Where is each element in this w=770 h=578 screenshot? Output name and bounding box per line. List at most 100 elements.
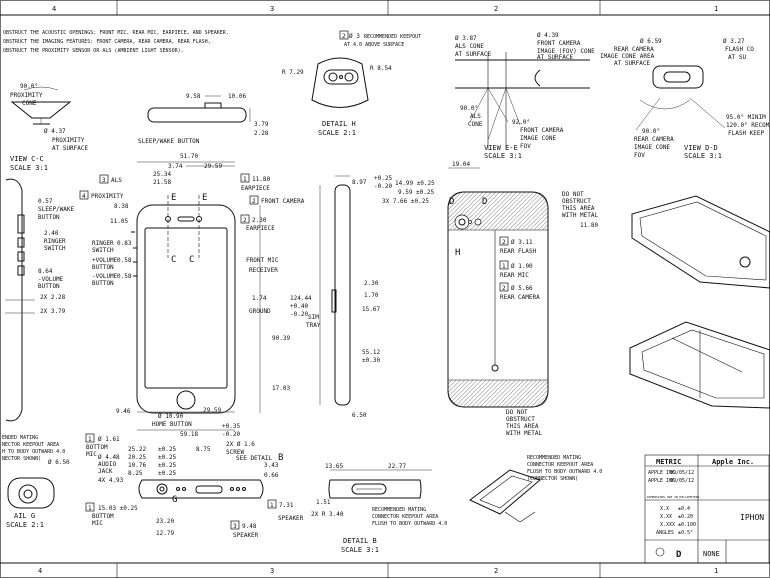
dg-rec2: NECTOR KEEPOUT AREA	[2, 442, 59, 448]
ee-title: VIEW E-E	[484, 144, 518, 152]
isometric-front-render	[631, 195, 770, 289]
bm-d5: 8.75	[196, 446, 211, 453]
fv-ground-val: 1.74	[252, 295, 267, 302]
dh-callout-num: 2	[342, 33, 346, 40]
bm-d7: 0.66	[264, 472, 279, 479]
fv-e2: E	[202, 193, 207, 203]
fv-tol2: -0.20	[222, 431, 240, 438]
fv-vol-up: +VOLUME	[92, 257, 118, 264]
bv-d4: 3X 7.66 ±0.25	[382, 198, 429, 205]
fv-vol-dn: -VOLUME	[92, 273, 118, 280]
bm-scr-dia: 2X Ø 1.6	[226, 441, 255, 448]
ee-a1: 90.0°	[460, 105, 478, 112]
bm-t2: ±0.25	[158, 454, 176, 461]
fv-w2: 3.74	[168, 163, 183, 170]
bm-t4: ±0.25	[158, 470, 176, 477]
ee-dia2: Ø 4.39	[537, 32, 559, 39]
bm-t3: ±0.25	[158, 462, 176, 469]
bm-audio: AUDIO	[98, 461, 116, 468]
ls-d4: 2X 2.28	[40, 294, 66, 301]
zone-bottom-2: 2	[494, 567, 498, 575]
ls-vol1: -VOLUME	[38, 276, 64, 283]
general-notes: OBSTRUCT THE ACOUSTIC OPENINGS: FRONT MI…	[3, 30, 229, 54]
cn-l3: FLUSH TO BODY OUTWARD 4.0	[527, 469, 602, 475]
dd-a1: 90.0°	[642, 128, 660, 135]
title-block: METRIC Apple Inc. APPLE INC. 09/05/12 AP…	[644, 454, 770, 564]
bm-speaker: SPEAKER	[233, 532, 259, 539]
ee-dia1: Ø 3.87	[455, 35, 477, 42]
bm-see: SEE DETAIL	[236, 455, 273, 462]
bv-c2b-val: Ø 5.66	[511, 285, 533, 292]
view-dd: Ø 6.59 REAR CAMERA IMAGE CONE AREA AT SU…	[600, 38, 770, 160]
dd-a3: 120.0° RECOM	[726, 122, 770, 129]
tb-tol1a: X.X	[660, 506, 669, 512]
bm-g-lbl: G	[172, 495, 177, 505]
bm-c1b-num: 1	[88, 505, 92, 512]
zone-top-1: 1	[714, 5, 718, 13]
tb-tol4a: ANGLES	[656, 530, 674, 536]
dg-rec3: H TO BODY OUTWARD 4.0	[2, 449, 65, 455]
zone-top-2: 2	[494, 5, 498, 13]
zone-bottom-1: 1	[714, 567, 718, 575]
dh-keepout2: AT 4.0 ABOVE SURFACE	[344, 42, 404, 48]
fv-earpiece2: EARPIECE	[246, 225, 275, 232]
bv-dn4: WITH METAL	[562, 212, 599, 219]
ee-als: ALS	[470, 113, 481, 120]
tb-r1b: 09/05/12	[670, 470, 694, 476]
dh-r1: R 7.29	[282, 69, 304, 76]
isometric-back-render	[629, 321, 770, 409]
ls-sleep1: SLEEP/WAKE	[38, 206, 75, 213]
fv-vol-up-val: 0.58	[117, 257, 132, 264]
fv-ground: GROUND	[249, 308, 271, 315]
tb-tol4b: ±0.5°	[678, 530, 693, 536]
bm-d4: 8.25	[128, 470, 143, 477]
cn-l2: CONNECTOR KEEPOUT AREA	[527, 462, 593, 468]
bm-c1-num: 1	[88, 436, 92, 443]
tb-tol1b: ±0.4	[678, 506, 690, 512]
detail-b: 13.65 22.77 1.51 2X R 3.40 RECOMMENDED M…	[311, 463, 447, 554]
cc-proximity: PROXIMITY	[10, 92, 43, 99]
fv-front-camera: FRONT CAMERA	[261, 198, 305, 205]
bm-c1c-num: 1	[270, 502, 274, 509]
cc-scale: SCALE 3:1	[10, 164, 48, 172]
ee-scale: SCALE 3:1	[484, 152, 522, 160]
dd-scale: SCALE 3:1	[684, 152, 722, 160]
back-view: 19.04 14.99 ±0.25 9.59 ±0.25 3X 7.66 ±0.…	[382, 161, 599, 437]
zone-top-4: 4	[52, 5, 56, 13]
bv-d5: 11.80	[580, 222, 598, 229]
bv-bn1: DO NOT	[506, 409, 528, 416]
bm-see-b: B	[278, 453, 283, 463]
sv-d3: 1.70	[364, 292, 379, 299]
fv-c4-label: PROXIMITY	[91, 193, 124, 200]
dh-r2: R 8.54	[370, 65, 392, 72]
sleep-d2: 10.06	[228, 93, 246, 100]
fv-w5: 21.58	[153, 179, 171, 186]
fv-c3-num: 3	[102, 177, 106, 184]
bv-d3: 9.59 ±0.25	[398, 189, 435, 196]
bm-d6: 3.43	[264, 462, 279, 469]
ls-ringer1: RINGER	[44, 238, 66, 245]
bm-d1: 25.22	[128, 446, 146, 453]
fv-c2b-num: 2	[243, 217, 247, 224]
zone-bottom-3: 3	[270, 567, 274, 575]
cc-title: VIEW C-C	[10, 155, 44, 163]
dg-title: AIL G	[14, 512, 35, 520]
bv-rear-flash: REAR FLASH	[500, 248, 537, 255]
fv-c1: C	[171, 255, 176, 265]
tb-tol3a: X.XXX	[660, 522, 675, 528]
fv-w1: 51.70	[180, 153, 198, 160]
fv-c2-num: 2	[252, 198, 256, 205]
note-2: OBSTRUCT THE IMAGING FEATURES: FRONT CAM…	[3, 39, 211, 45]
dd-flash-cone: FLASH CO	[725, 46, 754, 53]
bm-bottom-mic2: MIC	[86, 451, 97, 458]
sv-d7: 6.50	[352, 412, 367, 419]
ee-image-cone2: IMAGE CONE	[520, 135, 557, 142]
bv-h-lbl: H	[455, 248, 460, 258]
sv-sim2: TRAY	[306, 322, 321, 329]
fv-right-h2: +0.40	[290, 303, 308, 310]
bv-d-lbl2: D	[482, 197, 487, 207]
bv-rear-mic: REAR MIC	[500, 272, 529, 279]
bv-dn1: DO NOT	[562, 191, 584, 198]
connector-render: RECOMMENDED MATING CONNECTOR KEEPOUT ARE…	[469, 455, 602, 523]
